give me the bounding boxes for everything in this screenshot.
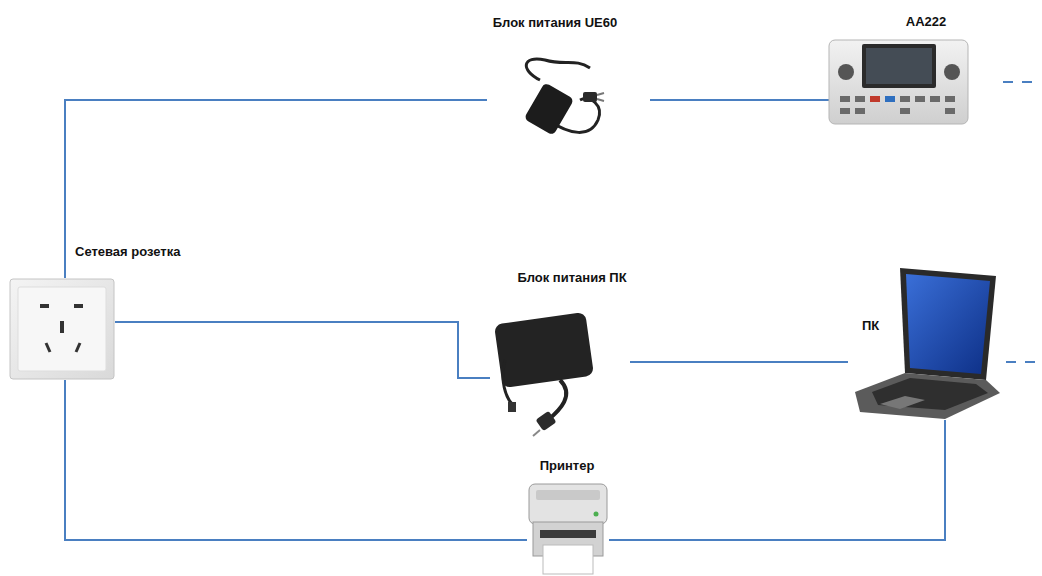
adapter-picture	[524, 59, 604, 136]
laptop: ПК	[848, 265, 1003, 420]
wall-socket: Сетевая розетка	[8, 278, 115, 380]
pc-power-adapter: Блок питания ПК	[490, 305, 630, 440]
power-wire	[650, 99, 830, 101]
pc-adapter-picture	[494, 312, 594, 436]
device-label: ПК	[862, 318, 879, 334]
device-label: Блок питания UE60	[493, 15, 618, 31]
dashed-wire	[1006, 361, 1040, 363]
power-wire	[630, 361, 848, 363]
device-label: Блок питания ПК	[517, 270, 626, 286]
power-wire	[609, 420, 945, 540]
device-label: Сетевая розетка	[75, 244, 180, 260]
laptop-picture	[855, 268, 1000, 419]
power-adapter: Блок питания UE60	[487, 55, 650, 145]
dashed-wire	[1003, 81, 1040, 83]
power-wire	[115, 322, 490, 378]
audiometer: AA222	[830, 38, 970, 126]
power-wire	[65, 100, 487, 278]
audiometer-picture	[829, 40, 968, 124]
printer-picture	[529, 484, 607, 574]
device-label: Принтер	[540, 458, 595, 474]
device-label: AA222	[906, 14, 946, 30]
printer: Принтер	[527, 478, 609, 574]
power-wire	[65, 380, 527, 540]
socket-picture	[10, 279, 114, 379]
